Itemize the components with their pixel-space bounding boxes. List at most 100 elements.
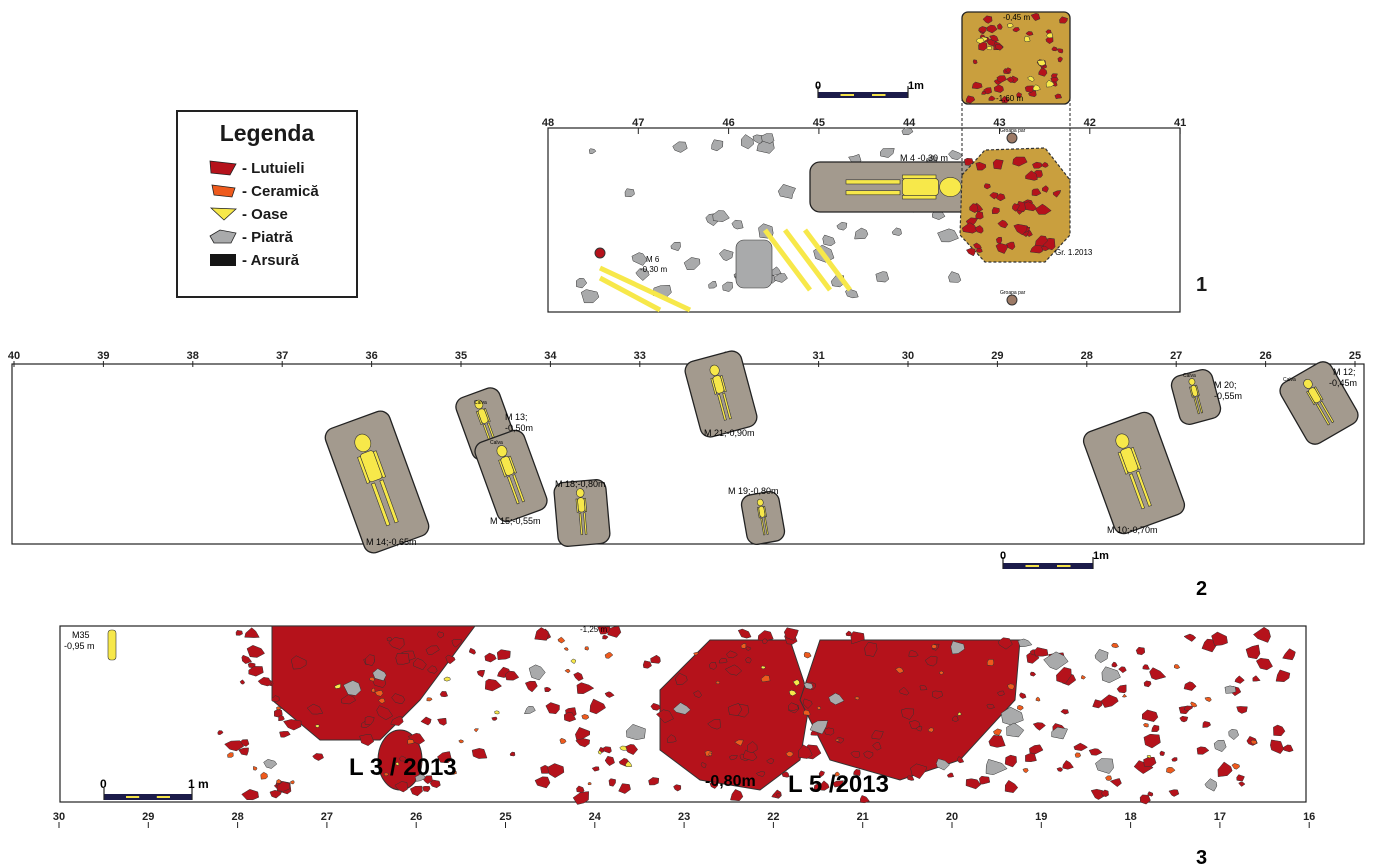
clay-fragment: [788, 702, 799, 712]
torso-bone: [902, 178, 939, 196]
clay-fragment: [1116, 684, 1127, 694]
clay-fragment: [898, 686, 910, 696]
grave-m20: [1170, 369, 1222, 425]
clay-fragment: [524, 680, 538, 693]
clay-fragment: [589, 698, 606, 715]
ceramic-fragment: [253, 765, 258, 771]
clay-fragment: [1024, 201, 1037, 212]
ceramic-fragment: [1007, 683, 1015, 690]
clay-fragment: [650, 654, 661, 664]
panel-3-axis-tick-label: 28: [231, 811, 243, 823]
panel-2-axis-tick-label: 40: [8, 350, 20, 362]
gr-label: Gr. 1.2013: [1055, 248, 1093, 257]
panel-3-axis-tick-label: 25: [499, 811, 511, 823]
ceramic-fragment: [785, 751, 794, 757]
stone: [948, 271, 962, 283]
clay-fragment: [1183, 633, 1197, 642]
clay-fragment: [1012, 203, 1020, 212]
stone: [836, 221, 848, 231]
clay-fragment: [743, 749, 758, 761]
clay-fragment: [983, 183, 991, 190]
panel-2-axis-tick-label: 25: [1349, 350, 1361, 362]
m12-depth: -0,45m: [1329, 378, 1357, 388]
m21-label: M 21;-0,90m: [704, 428, 755, 438]
clay-fragment: [439, 691, 449, 698]
clay-fragment: [908, 720, 921, 730]
panel-2-axis-tick-label: 36: [365, 350, 377, 362]
clay-fragment: [946, 772, 955, 778]
ceramic-fragment: [378, 698, 386, 704]
leg-bone: [507, 476, 520, 505]
clay-fragment: [745, 646, 752, 651]
clay-fragment: [655, 709, 674, 724]
scale-2-segment: [1025, 565, 1039, 567]
ceramic-fragment: [584, 646, 589, 651]
stone: [891, 227, 902, 236]
clay-fragment: [1179, 715, 1189, 723]
large-stone: [735, 239, 773, 289]
clay-fragment: [1109, 778, 1122, 788]
ceramic-fragment: [407, 739, 415, 745]
grave-m12: [1279, 361, 1359, 445]
leg-bone: [760, 517, 766, 536]
groapa-bottom-label: Groapa par: [1000, 290, 1026, 296]
clay-fragment: [995, 242, 1008, 254]
skull-bone: [939, 177, 962, 197]
clay-fragment: [1211, 631, 1228, 646]
scale-2-segment: [1057, 565, 1071, 567]
clay-fragment: [975, 161, 987, 171]
clay-fragment: [1030, 13, 1041, 21]
clay-fragment: [290, 655, 307, 670]
clay-fragment: [1029, 671, 1037, 677]
clay-fragment: [244, 627, 260, 638]
clay-fragment: [709, 661, 717, 670]
stone: [773, 273, 788, 283]
stone: [875, 271, 890, 283]
stone: [1095, 758, 1114, 774]
clay-fragment: [956, 756, 965, 764]
panel-1-axis-tick-label: 41: [1174, 117, 1186, 129]
clay-fragment: [1255, 657, 1273, 671]
ceramic-fragment: [1074, 752, 1082, 758]
stone: [880, 148, 895, 158]
legend-label-piatra: - Piatră: [242, 228, 293, 246]
stone: [828, 692, 845, 706]
leg-bone: [1315, 403, 1331, 426]
clay-fragment: [271, 695, 280, 703]
clay-fragment: [239, 679, 246, 685]
clay-fragment: [978, 41, 988, 51]
clay-fragment: [484, 678, 503, 692]
ceramic-fragment: [473, 728, 479, 733]
clay-fragment: [910, 763, 928, 780]
ceramic-fragment: [1250, 739, 1257, 745]
skull-bone: [496, 445, 508, 458]
panel-3-axis-tick-label: 18: [1124, 811, 1136, 823]
clay-fragment: [900, 708, 915, 720]
panel-1-number: 1: [1196, 274, 1207, 296]
groapa-top-label: Groapa par: [1000, 128, 1026, 134]
stone: [343, 680, 362, 696]
stone: [1017, 638, 1033, 647]
clay-fragment: [224, 740, 244, 752]
arm-bone: [763, 505, 767, 518]
clay-fragment: [422, 786, 431, 792]
calva-label-m12: Calva: [1283, 377, 1296, 383]
clay-fragment: [1051, 46, 1058, 52]
clay-fragment: [1025, 752, 1037, 762]
panel-2-axis-tick-label: 27: [1170, 350, 1182, 362]
clay-fragment: [709, 781, 718, 789]
stone: [985, 758, 1008, 775]
panel-3-axis-tick-label: 16: [1303, 811, 1315, 823]
stone: [731, 219, 744, 230]
clay-fragment: [1033, 647, 1049, 657]
ceramic-fragment: [559, 737, 567, 744]
clay-fragment: [1282, 648, 1296, 661]
ceramic-fragment: [1035, 696, 1041, 702]
panel-1-axis-tick-label: 47: [632, 117, 644, 129]
arm-bone: [475, 410, 483, 426]
grave-m10: [1082, 411, 1186, 535]
legend-label-ceramica: - Ceramică: [242, 182, 319, 200]
clay-fragment: [1275, 669, 1291, 682]
leg-bone: [578, 512, 584, 536]
